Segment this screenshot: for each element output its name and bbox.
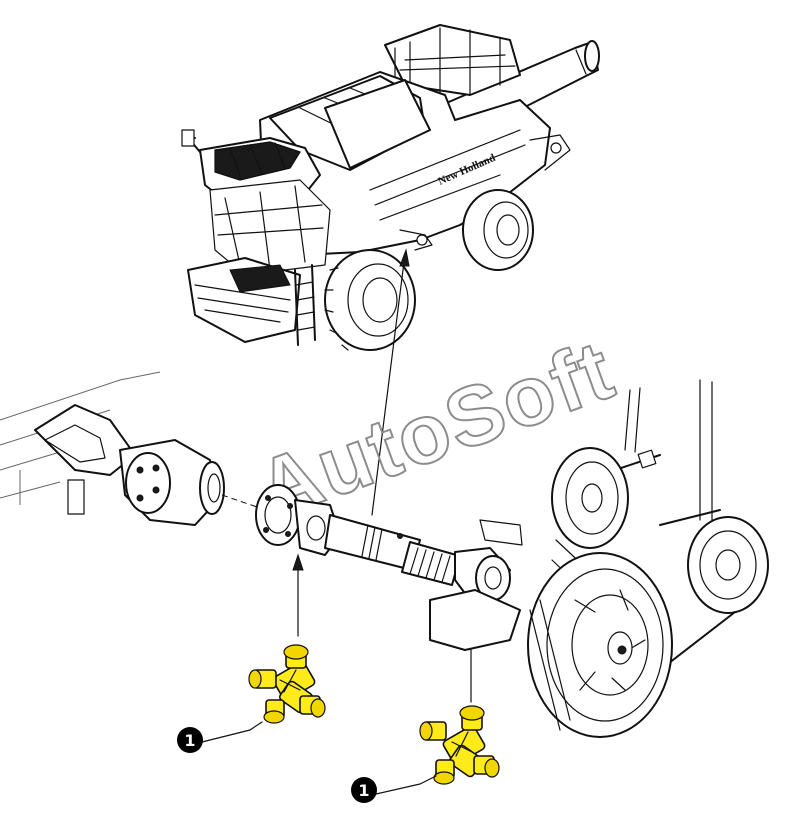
callout-1a-badge xyxy=(177,727,203,753)
universal-joint-cross-icon xyxy=(248,644,500,785)
universal-joint-cross-1[interactable] xyxy=(248,644,326,724)
callout-1b-label: 1 xyxy=(358,781,369,800)
callout-1a-label: 1 xyxy=(184,731,195,750)
universal-joint-cross-2[interactable] xyxy=(419,705,500,785)
callout-1b-badge xyxy=(351,777,377,803)
pulley-illustration xyxy=(527,379,769,738)
callout-1a[interactable]: 1 xyxy=(177,721,263,753)
drive-shaft-illustration xyxy=(0,371,661,651)
callout-1b[interactable]: 1 xyxy=(351,775,437,803)
combine-harvester-illustration: New Holland xyxy=(181,24,600,351)
